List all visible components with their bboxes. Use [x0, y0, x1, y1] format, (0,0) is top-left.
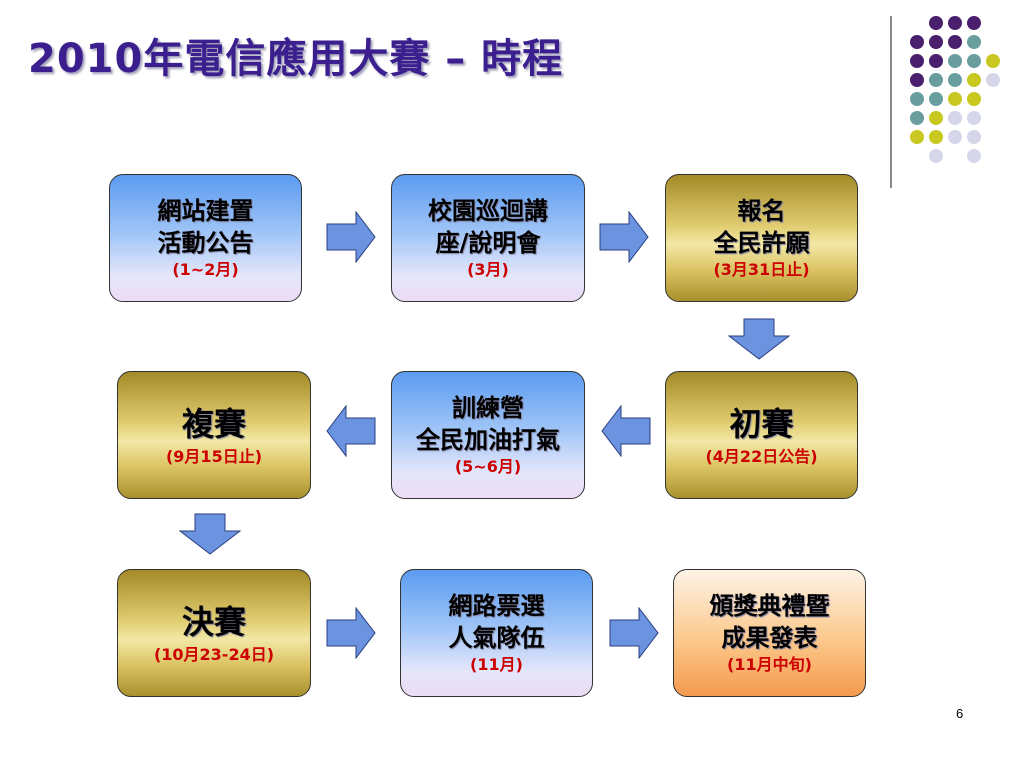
- step-date: (3月31日止): [713, 260, 810, 279]
- decorative-dot: [967, 149, 981, 163]
- decorative-dot: [929, 92, 943, 106]
- step-date: (5~6月): [454, 457, 522, 476]
- decorative-dot: [929, 111, 943, 125]
- decorative-dot: [929, 130, 943, 144]
- arrow-left-icon: [326, 405, 376, 457]
- step-line: 校園巡迴講: [428, 196, 548, 225]
- step-award-ceremony: 頒獎典禮暨 成果發表 (11月中旬): [673, 569, 866, 697]
- decorative-dot: [929, 16, 943, 30]
- step-online-vote: 網路票選 人氣隊伍 (11月): [400, 569, 593, 697]
- decorative-dot: [948, 73, 962, 87]
- step-website-setup: 網站建置 活動公告 (1~2月): [109, 174, 302, 302]
- decorative-dot: [967, 130, 981, 144]
- step-campus-tour: 校園巡迴講 座/說明會 (3月): [391, 174, 585, 302]
- step-date: (4月22日公告): [705, 447, 818, 466]
- decorative-dot: [948, 16, 962, 30]
- decorative-dot: [910, 92, 924, 106]
- decorative-dot: [967, 73, 981, 87]
- step-date: (9月15日止): [165, 447, 263, 466]
- step-line: 人氣隊伍: [448, 623, 545, 652]
- step-line: 全民加油打氣: [416, 425, 560, 454]
- decorative-dot: [986, 73, 1000, 87]
- arrow-right-icon: [326, 211, 376, 263]
- arrow-right-icon: [326, 607, 376, 659]
- step-date: (10月23-24日): [153, 645, 275, 664]
- decorative-dot: [929, 35, 943, 49]
- page-number: 6: [956, 706, 964, 721]
- step-line: 網站建置: [157, 196, 254, 225]
- arrow-down-icon: [728, 318, 790, 360]
- step-date: (11月): [470, 655, 523, 674]
- step-line: 頒獎典禮暨: [709, 591, 830, 620]
- step-line: 全民許願: [713, 228, 810, 257]
- decorative-dot: [910, 73, 924, 87]
- step-line: 初賽: [729, 405, 794, 443]
- step-training-camp: 訓練營 全民加油打氣 (5~6月): [391, 371, 585, 499]
- step-line: 活動公告: [157, 228, 254, 257]
- step-line: 座/說明會: [435, 228, 541, 257]
- step-semifinal: 複賽 (9月15日止): [117, 371, 311, 499]
- decorative-dot: [929, 149, 943, 163]
- decorative-dot: [967, 54, 981, 68]
- arrow-right-icon: [599, 211, 649, 263]
- decorative-dot: [910, 54, 924, 68]
- decorative-dot: [967, 35, 981, 49]
- step-line: 成果發表: [721, 623, 818, 652]
- decorative-dot: [967, 111, 981, 125]
- page-title: 2010年電信應用大賽 – 時程: [28, 36, 564, 82]
- step-line: 訓練營: [452, 393, 524, 422]
- decorative-dot: [986, 54, 1000, 68]
- step-line: 網路票選: [448, 591, 545, 620]
- decorative-dot: [948, 54, 962, 68]
- decorative-dot: [929, 73, 943, 87]
- step-registration: 報名 全民許願 (3月31日止): [665, 174, 858, 302]
- step-date: (1~2月): [172, 260, 239, 279]
- step-line: 決賽: [181, 603, 246, 641]
- step-line: 報名: [737, 196, 786, 225]
- decorative-dot: [948, 92, 962, 106]
- decorative-dot: [910, 130, 924, 144]
- step-preliminary: 初賽 (4月22日公告): [665, 371, 858, 499]
- decorative-dot: [948, 130, 962, 144]
- step-date: (3月): [467, 260, 509, 279]
- decorative-dot: [948, 111, 962, 125]
- decorative-dot: [910, 111, 924, 125]
- step-final: 決賽 (10月23-24日): [117, 569, 311, 697]
- divider-line: [890, 16, 892, 188]
- decorative-dot: [910, 35, 924, 49]
- arrow-down-icon: [179, 513, 241, 555]
- step-date: (11月中旬): [727, 655, 812, 674]
- step-line: 複賽: [181, 405, 246, 443]
- decorative-dot: [967, 92, 981, 106]
- arrow-left-icon: [601, 405, 651, 457]
- arrow-right-icon: [609, 607, 659, 659]
- decorative-dot: [967, 16, 981, 30]
- decorative-dot: [929, 54, 943, 68]
- decorative-dot: [948, 35, 962, 49]
